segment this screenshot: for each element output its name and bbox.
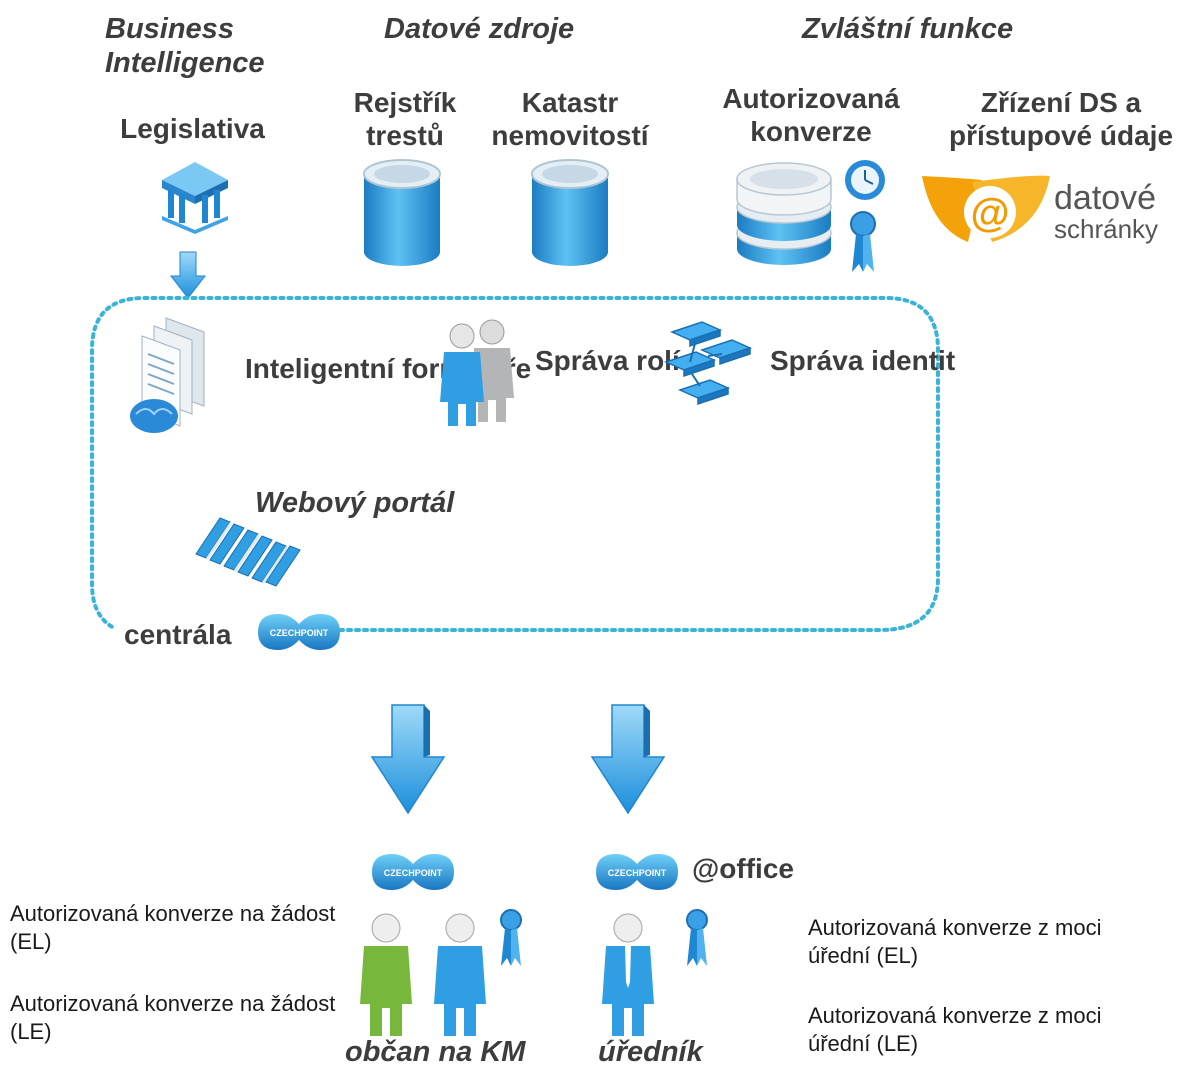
label-obcan-na-km: občan na KM xyxy=(345,1036,526,1068)
datove-schranky-logo: @ xyxy=(922,175,1050,242)
arrow-down-small-icon xyxy=(169,251,207,299)
database-stack-icon xyxy=(736,162,832,265)
building-icon xyxy=(162,162,228,234)
datove-schranky-logo-text1: datové xyxy=(1054,179,1157,217)
label-zrizeni-ds: Zřízení DS a přístupové údaje xyxy=(948,87,1174,151)
document-forms-icon xyxy=(130,317,205,433)
label-sprava-identit: Správa identit xyxy=(770,345,956,376)
label-centrala: centrála xyxy=(124,619,232,650)
label-legislativa: Legislativa xyxy=(120,113,265,144)
svg-text:@: @ xyxy=(970,191,1009,235)
svg-text:CZECHPOINT: CZECHPOINT xyxy=(384,868,443,878)
header-zvlastni-funkce: Zvláštní funkce xyxy=(802,13,1014,45)
label-rejstrik-trestu: Rejstřík trestů xyxy=(353,87,457,151)
person-green-icon xyxy=(360,913,412,1036)
czechpoint-logo-centrala: CZECHPOINT xyxy=(258,614,340,650)
ribbon-urednik-icon xyxy=(686,909,708,966)
database-icon-rejstrik xyxy=(363,159,441,266)
header-datove-zdroje: Datové zdroje xyxy=(384,13,575,45)
arrow-down-obcan-icon xyxy=(370,704,446,815)
label-urednik: úředník xyxy=(598,1036,703,1068)
www-portal-icon xyxy=(195,517,301,587)
person-urednik-icon xyxy=(602,913,654,1036)
header-business-intelligence: Business Intelligence xyxy=(105,13,265,79)
label-webovy-portal: Webový portál xyxy=(255,487,455,519)
czechpoint-logo-office: CZECHPOINT xyxy=(596,854,678,890)
note-right-le: Autorizovaná konverze z moci úřední (LE) xyxy=(808,1003,1102,1056)
label-office: @office xyxy=(692,853,794,884)
person-blue-citizen-icon xyxy=(434,913,486,1036)
arrow-down-urednik-icon xyxy=(590,704,666,815)
label-autorizovana-konverze: Autorizovaná konverze xyxy=(722,83,900,147)
ribbon-award-icon xyxy=(850,211,876,272)
clock-icon xyxy=(845,160,885,200)
svg-text:CZECHPOINT: CZECHPOINT xyxy=(270,628,329,638)
users-roles-icon xyxy=(440,319,514,426)
label-katastr-nemovitosti: Katastr nemovitostí xyxy=(491,87,649,151)
note-right-el: Autorizovaná konverze z moci úřední (EL) xyxy=(808,915,1102,968)
datove-schranky-logo-text2: schránky xyxy=(1054,214,1159,244)
identity-blocks-icon xyxy=(663,321,753,406)
ribbon-obcan-icon xyxy=(500,909,522,966)
svg-text:CZECHPOINT: CZECHPOINT xyxy=(608,868,667,878)
note-left-le: Autorizovaná konverze na žádost (LE) xyxy=(10,991,336,1044)
database-icon-katastr xyxy=(531,159,609,266)
label-sprava-roli: Správa rolí xyxy=(535,345,680,376)
czechpoint-logo-obcan: CZECHPOINT xyxy=(372,854,454,890)
note-left-el: Autorizovaná konverze na žádost (EL) xyxy=(10,901,336,954)
